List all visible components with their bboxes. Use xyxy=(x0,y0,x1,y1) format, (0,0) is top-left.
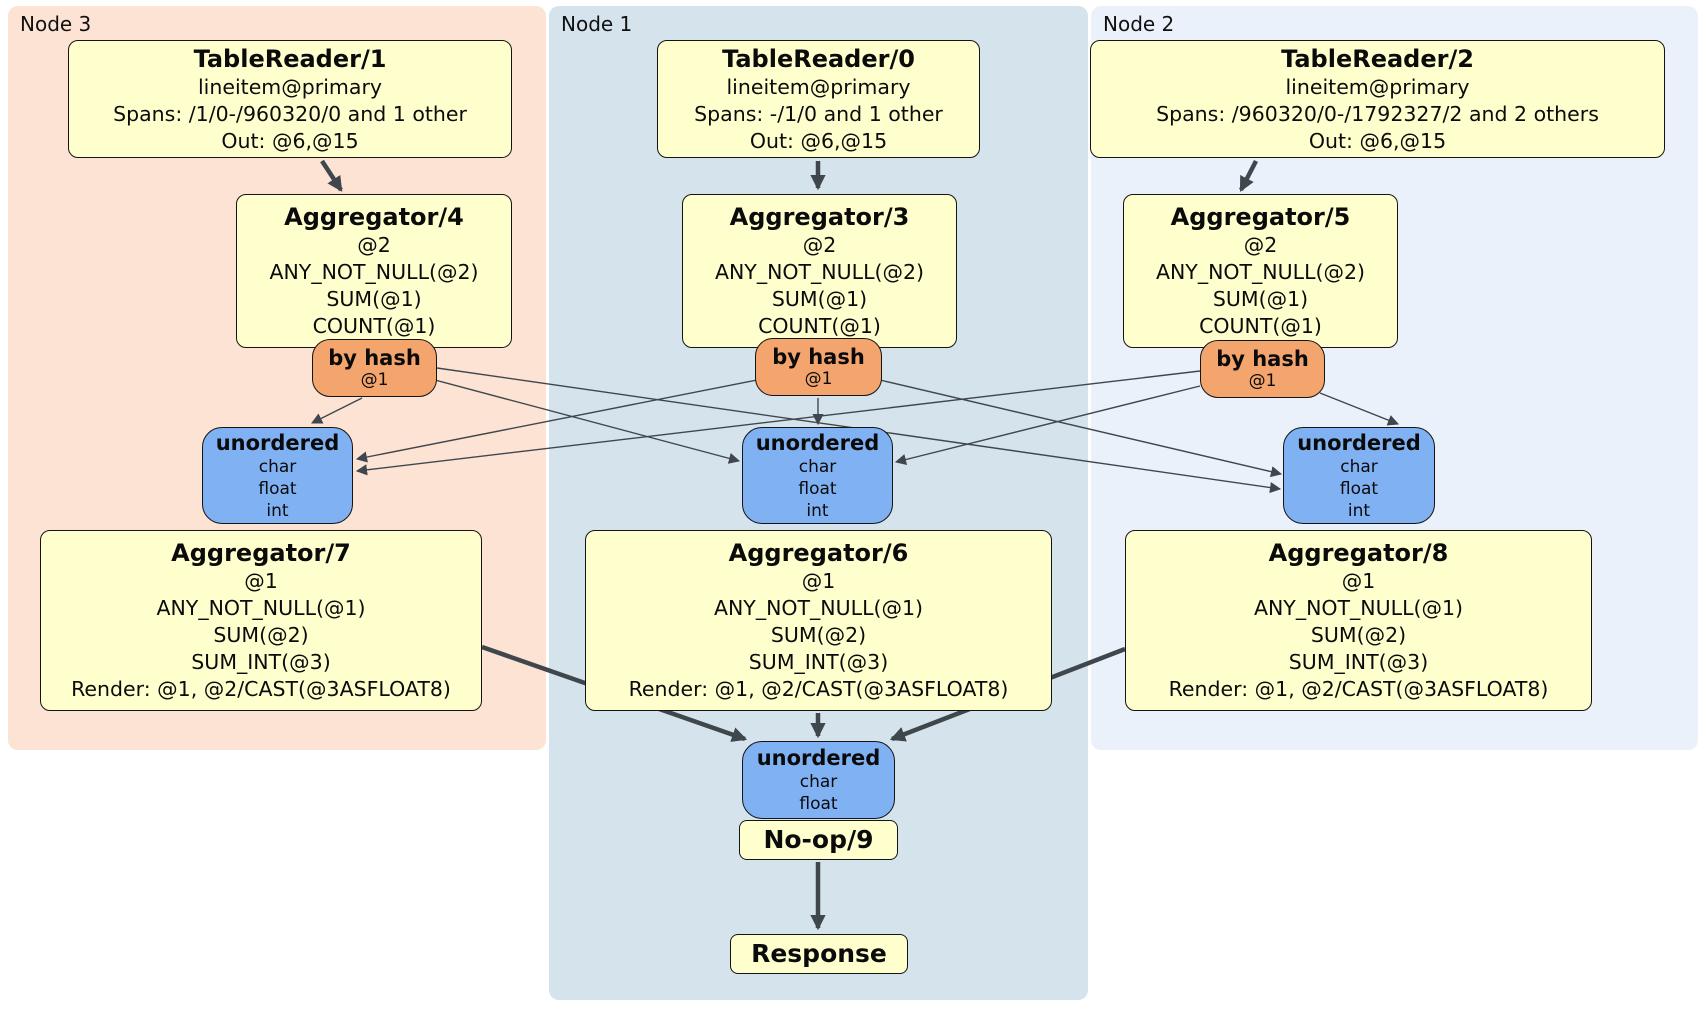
box-line: @1 xyxy=(801,569,836,593)
box-line: @1 xyxy=(1341,569,1376,593)
by-hash-router-node2: by hash @1 xyxy=(1200,340,1325,398)
sync-title: unordered xyxy=(756,746,881,770)
sync-line: char xyxy=(799,772,838,792)
edge-byhash3-sync3 xyxy=(310,397,363,424)
aggregator-7-box: Aggregator/7 @1 ANY_NOT_NULL(@1) SUM(@2)… xyxy=(40,530,482,711)
sync-line: int xyxy=(1347,500,1371,521)
router-detail: @1 xyxy=(804,369,833,389)
sync-title: unordered xyxy=(1297,430,1421,455)
box-line: Render: @1, @2/CAST(@3ASFLOAT8) xyxy=(628,677,1009,701)
box-line: lineitem@primary xyxy=(726,74,911,99)
box-line: SUM(@1) xyxy=(771,287,868,311)
sync-line: float xyxy=(799,794,838,814)
box-line: SUM(@1) xyxy=(326,287,422,311)
box-line: COUNT(@1) xyxy=(312,314,436,338)
sync-line: int xyxy=(266,500,289,521)
box-line: SUM(@2) xyxy=(770,623,867,647)
box-line: SUM_INT(@3) xyxy=(1288,650,1429,674)
sync-line: float xyxy=(258,478,297,499)
box-title: Aggregator/3 xyxy=(729,203,910,231)
router-title: by hash xyxy=(1216,347,1309,371)
box-line: Render: @1, @2/CAST(@3ASFLOAT8) xyxy=(71,677,451,701)
box-line: @2 xyxy=(1243,233,1278,257)
arrow-tablereader1-aggregator4 xyxy=(320,159,343,192)
arrow-tablereader2-aggregator5 xyxy=(1239,159,1258,193)
sync-title: unordered xyxy=(215,430,340,455)
box-title: Aggregator/6 xyxy=(728,539,909,567)
box-line: lineitem@primary xyxy=(1285,74,1470,99)
box-line: SUM_INT(@3) xyxy=(191,650,331,674)
box-title: TableReader/1 xyxy=(193,44,387,73)
box-title: Aggregator/5 xyxy=(1170,203,1351,231)
box-line: @2 xyxy=(802,233,837,257)
router-title: by hash xyxy=(772,345,865,369)
sync-line: char xyxy=(258,456,297,477)
box-title: Aggregator/7 xyxy=(171,539,351,567)
noop-box: No-op/9 xyxy=(739,820,898,860)
node3-label: Node 3 xyxy=(20,12,92,36)
box-line: SUM_INT(@3) xyxy=(748,650,889,674)
unordered-final-sync: unordered char float xyxy=(742,741,895,819)
edge-byhash3-sync1 xyxy=(434,379,741,464)
box-line: Spans: -/1/0 and 1 other xyxy=(694,101,943,126)
edge-byhash2-sync2 xyxy=(1319,392,1400,426)
router-detail: @1 xyxy=(360,370,389,390)
aggregator-4-box: Aggregator/4 @2 ANY_NOT_NULL(@2) SUM(@1)… xyxy=(236,194,512,348)
node2-label: Node 2 xyxy=(1103,12,1175,36)
aggregator-5-box: Aggregator/5 @2 ANY_NOT_NULL(@2) SUM(@1)… xyxy=(1123,194,1398,348)
sync-line: int xyxy=(806,500,829,521)
edge-byhash1-sync2 xyxy=(879,379,1283,478)
edge-byhash2-sync1 xyxy=(894,385,1201,465)
box-line: Spans: /960320/0-/1792327/2 and 2 others xyxy=(1156,101,1599,126)
box-title: TableReader/2 xyxy=(1281,44,1474,73)
sync-line: float xyxy=(798,478,837,499)
by-hash-router-node1: by hash @1 xyxy=(755,338,882,396)
response-box: Response xyxy=(730,934,908,974)
edge-byhash1-sync3 xyxy=(355,379,758,463)
box-line: SUM(@2) xyxy=(1310,623,1407,647)
aggregator-8-box: Aggregator/8 @1 ANY_NOT_NULL(@1) SUM(@2)… xyxy=(1125,530,1592,711)
tablereader-1-box: TableReader/1 lineitem@primary Spans: /1… xyxy=(68,40,512,158)
box-line: Render: @1, @2/CAST(@3ASFLOAT8) xyxy=(1168,677,1549,701)
unordered-sync-node3: unordered char float int xyxy=(202,427,353,524)
box-line: ANY_NOT_NULL(@2) xyxy=(1155,260,1366,284)
box-line: @2 xyxy=(357,233,391,257)
router-detail: @1 xyxy=(1248,371,1277,391)
sync-line: char xyxy=(798,456,837,477)
box-line: ANY_NOT_NULL(@2) xyxy=(269,260,479,284)
box-line: Out: @6,@15 xyxy=(749,128,888,153)
box-line: @1 xyxy=(244,569,278,593)
aggregator-3-box: Aggregator/3 @2 ANY_NOT_NULL(@2) SUM(@1)… xyxy=(682,194,957,348)
sync-title: unordered xyxy=(755,430,880,455)
box-title: Aggregator/8 xyxy=(1268,539,1449,567)
box-line: Out: @6,@15 xyxy=(1308,128,1447,153)
box-line: COUNT(@1) xyxy=(758,314,881,338)
router-title: by hash xyxy=(328,346,421,370)
box-line: Spans: /1/0-/960320/0 and 1 other xyxy=(113,101,467,126)
box-line: SUM(@1) xyxy=(1212,287,1309,311)
box-line: ANY_NOT_NULL(@2) xyxy=(714,260,925,284)
box-line: SUM(@2) xyxy=(213,623,309,647)
box-line: ANY_NOT_NULL(@1) xyxy=(713,596,924,620)
tablereader-0-box: TableReader/0 lineitem@primary Spans: -/… xyxy=(657,40,980,158)
box-line: ANY_NOT_NULL(@1) xyxy=(156,596,366,620)
box-line: COUNT(@1) xyxy=(1199,314,1322,338)
box-line: lineitem@primary xyxy=(197,74,383,99)
box-title: No-op/9 xyxy=(763,825,874,854)
aggregator-6-box: Aggregator/6 @1 ANY_NOT_NULL(@1) SUM(@2)… xyxy=(585,530,1052,711)
unordered-sync-node2: unordered char float int xyxy=(1283,427,1435,524)
sync-line: float xyxy=(1339,478,1379,499)
box-line: Out: @6,@15 xyxy=(221,128,359,153)
box-title: TableReader/0 xyxy=(722,44,915,73)
box-title: Response xyxy=(751,939,887,968)
unordered-sync-node1: unordered char float int xyxy=(742,427,893,524)
edge-byhash2-sync3 xyxy=(355,370,1201,476)
sync-line: char xyxy=(1340,456,1378,477)
box-title: Aggregator/4 xyxy=(284,203,464,231)
tablereader-2-box: TableReader/2 lineitem@primary Spans: /9… xyxy=(1090,40,1665,158)
box-line: ANY_NOT_NULL(@1) xyxy=(1253,596,1464,620)
by-hash-router-node3: by hash @1 xyxy=(312,339,437,397)
node1-label: Node 1 xyxy=(561,12,633,36)
